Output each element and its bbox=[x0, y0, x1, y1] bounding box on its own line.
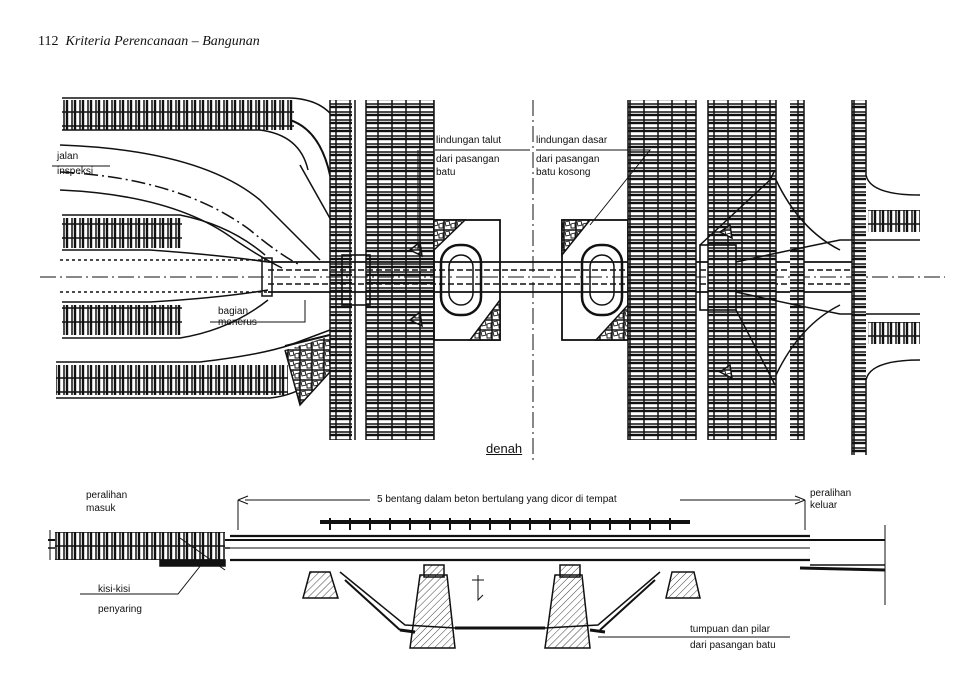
left-channel bbox=[60, 214, 269, 339]
label-menerus: menerus bbox=[218, 317, 257, 328]
label-peralihan-masuk-2: masuk bbox=[86, 503, 116, 514]
label-batu-kosong: batu kosong bbox=[536, 167, 591, 178]
label-dari-pasangan: dari pasangan bbox=[436, 154, 500, 165]
label-lindungan-dasar: lindungan dasar bbox=[536, 135, 608, 146]
right-outlet bbox=[735, 100, 921, 455]
page-header: 112 Kriteria Perencanaan – Bangunan bbox=[38, 34, 260, 50]
label-span-note: 5 bentang dalam beton bertulang yang dic… bbox=[374, 494, 620, 505]
label-tumpuan: tumpuan dan pilar bbox=[690, 624, 771, 635]
page-number: 112 bbox=[38, 34, 59, 49]
label-penyaring: penyaring bbox=[98, 604, 142, 615]
label-bagian: bagian bbox=[218, 306, 249, 317]
section-view bbox=[48, 495, 886, 649]
label-dari-pasangan-batu: dari pasangan batu bbox=[690, 640, 776, 651]
label-batu: batu bbox=[436, 167, 456, 178]
label-kisi-kisi: kisi-kisi bbox=[98, 584, 131, 595]
label-jalan: jalan bbox=[57, 151, 79, 162]
plan-view bbox=[40, 97, 945, 460]
label-inspeksi: inspeksi bbox=[57, 166, 94, 177]
piers bbox=[302, 564, 701, 649]
pipe bbox=[40, 257, 945, 297]
running-title: Kriteria Perencanaan – Bangunan bbox=[65, 34, 260, 49]
label-peralihan-keluar-1: peralihan bbox=[810, 488, 852, 499]
left-lower-embankment bbox=[56, 329, 351, 407]
right-road-crossing bbox=[627, 100, 805, 440]
left-upper-embankment bbox=[59, 97, 349, 269]
label-lindungan-talut: lindungan talut bbox=[436, 135, 502, 146]
label-dari-pasangan-2: dari pasangan bbox=[536, 154, 600, 165]
plan-title: denah bbox=[486, 441, 523, 456]
label-peralihan-masuk-1: peralihan bbox=[86, 490, 128, 501]
left-inlet-box bbox=[408, 219, 501, 341]
label-peralihan-keluar-2: keluar bbox=[810, 500, 838, 511]
